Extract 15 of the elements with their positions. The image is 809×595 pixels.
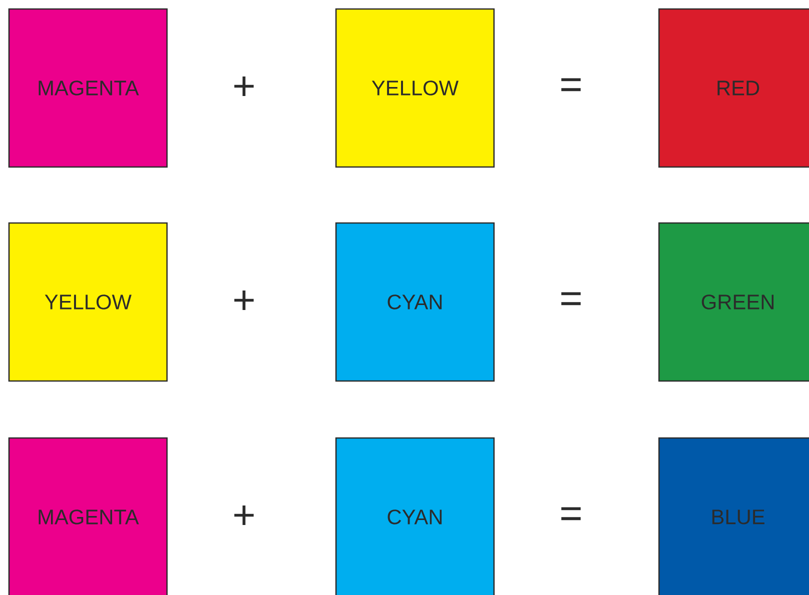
color-box: MAGENTA xyxy=(8,8,168,168)
color-box: RED xyxy=(658,8,809,168)
color-box: MAGENTA xyxy=(8,437,168,595)
operator-sign: = xyxy=(561,507,581,520)
operator-sign: = xyxy=(561,292,581,306)
color-box: YELLOW xyxy=(335,8,495,168)
operator-sign: = xyxy=(561,78,581,92)
operator-sign: + xyxy=(234,290,254,310)
color-box: CYAN xyxy=(335,437,495,595)
color-box: CYAN xyxy=(335,222,495,382)
operator-sign: + xyxy=(234,76,254,96)
color-box: YELLOW xyxy=(8,222,168,382)
operator-sign: + xyxy=(234,506,254,525)
color-box: BLUE xyxy=(658,437,809,595)
color-box: GREEN xyxy=(658,222,809,382)
